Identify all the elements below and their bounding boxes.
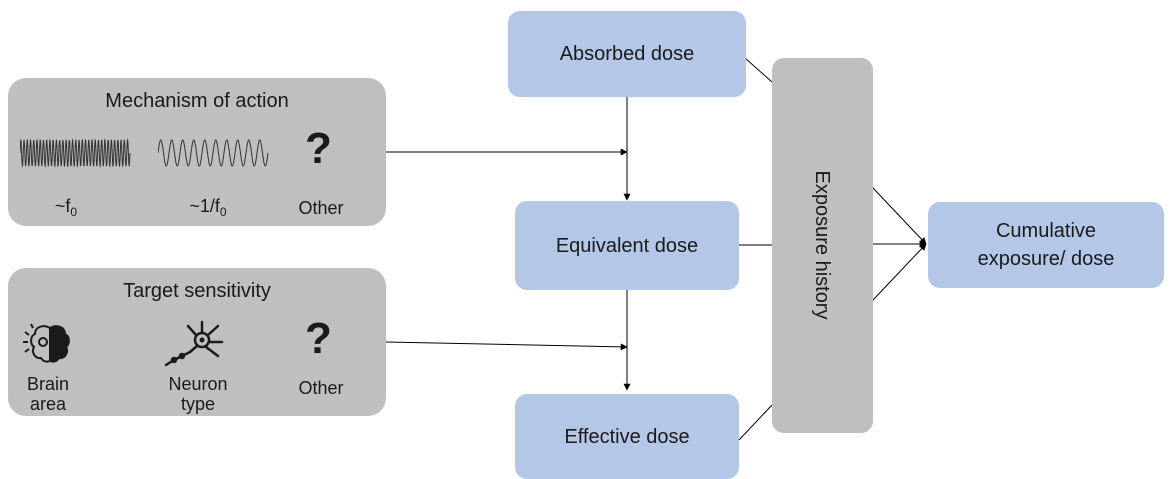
neuron-icon bbox=[164, 320, 224, 367]
mechanism-question-mark: ? bbox=[305, 124, 332, 173]
low-frequency-wave-icon bbox=[158, 139, 269, 167]
arrow-history-to-cumulative-top bbox=[872, 187, 927, 245]
label-1-over-f0: ~1/f0 bbox=[189, 196, 227, 219]
exposure-history-label: Exposure history bbox=[811, 170, 833, 320]
label-other-target: Other bbox=[298, 378, 344, 398]
high-frequency-wave-icon bbox=[20, 138, 131, 168]
target-question-mark: ? bbox=[305, 314, 332, 363]
effective-dose-box: Effective dose bbox=[515, 394, 739, 479]
absorbed-dose-box: Absorbed dose bbox=[508, 11, 746, 97]
target-title: Target sensitivity bbox=[123, 280, 271, 302]
cumulative-exposure-box: Cumulative exposure/ dose bbox=[928, 202, 1164, 288]
arrow-target-to-chain bbox=[385, 341, 628, 351]
cumulative-line2: exposure/ dose bbox=[977, 248, 1115, 270]
exposure-history-box: Exposure history bbox=[772, 58, 873, 433]
cumulative-line1: Cumulative bbox=[995, 220, 1097, 242]
label-f0: ~f0 bbox=[54, 196, 78, 219]
mechanism-panel: Mechanism of action ? ~f0 ~1/f0 Other bbox=[8, 78, 386, 226]
equivalent-dose-box: Equivalent dose bbox=[515, 201, 739, 290]
line-absorbed-to-history bbox=[744, 57, 773, 83]
label-other-mechanism: Other bbox=[298, 198, 344, 218]
mechanism-title: Mechanism of action bbox=[105, 90, 289, 112]
line-effective-to-history bbox=[738, 404, 773, 441]
brain-icon bbox=[23, 323, 70, 363]
arrow-history-to-cumulative-bottom bbox=[872, 243, 927, 301]
